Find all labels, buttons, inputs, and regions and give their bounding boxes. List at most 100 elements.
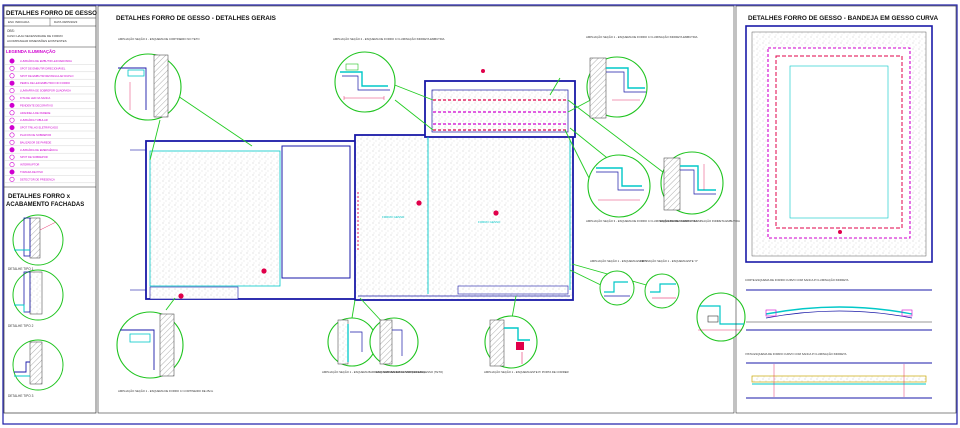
detail-forro-iluminacao-1[interactable]: AMPLIAÇÃO SEÇÃO 1 - ESQUEMA DE FORRO C/ … bbox=[586, 34, 698, 119]
right-panel-title: DETALHES FORRO DE GESSO - BANDEJA EM GES… bbox=[748, 15, 938, 22]
legend-label: ARANDELA DE PAREDE bbox=[20, 111, 51, 115]
legend-light-icon bbox=[9, 162, 15, 168]
legend-row: SPOT DE SOBREPOR bbox=[4, 154, 96, 161]
legend-label: BALIZADOR DE PAREDE bbox=[20, 140, 52, 144]
sheet-border bbox=[2, 4, 958, 425]
legend-row: LUMINÁRIA TUBULAR bbox=[4, 117, 96, 124]
callout-9: AMPLIAÇÃO SEÇÃO 1 - ESQUEMA BARRADO SIMP… bbox=[322, 369, 425, 374]
detail-forro-iluminacao-embutida[interactable]: ESQUEMA DE FORRO C/ ILUMINAÇÃO INDIRETA … bbox=[660, 151, 740, 223]
legend-row: LUMINÁRIA DE EMERGÊNCIA bbox=[4, 147, 96, 154]
legend-light-icon bbox=[9, 73, 15, 79]
callout-10: ESQUEMA BARRADO SIMPLES EM GESSO (TETO) bbox=[376, 370, 443, 374]
facade-detail-1-label: DETALHE TIPO 1 bbox=[8, 267, 34, 271]
legend-row: BALIZADOR DE PAREDE bbox=[4, 139, 96, 146]
legend-light-icon bbox=[9, 65, 15, 71]
legend-light-icon bbox=[9, 176, 15, 182]
legend-row: SPOT DE EMBUTIR RETANGULAR DUPLO bbox=[4, 73, 96, 80]
legend-row: PENDENTE DECORATIVO bbox=[4, 102, 96, 109]
legend-label: DETECTOR DE PRESENÇA bbox=[20, 177, 55, 181]
note-line-1: CASO HAJA NECESSIDADE DE FORRO bbox=[7, 34, 64, 38]
legend-light-icon bbox=[9, 125, 15, 131]
detail-porta-correr[interactable]: AMPLIAÇÃO SEÇÃO 1 - ESQUEMA ESTE P/ PORT… bbox=[484, 315, 569, 374]
legend-label: LUMINÁRIA DE EMBUTIR LED REDONDA bbox=[20, 59, 72, 63]
legend-label: FITA DE LED NA SANCA bbox=[20, 96, 50, 100]
facade-detail-3[interactable]: DETALHE TIPO 3 bbox=[8, 339, 64, 398]
legend-light-icon bbox=[9, 132, 15, 138]
callout-7: AMPLIAÇÃO SEÇÃO 1 - ESQUEMA ESTE "2" bbox=[640, 258, 698, 263]
legend-title: LEGENDA ILUMINAÇÃO bbox=[6, 49, 56, 54]
legend-label: LUMINÁRIA DE SOBREPOR QUADRADA bbox=[20, 89, 71, 93]
section-view-label: VISTA ESQUEMA DE FORRO CURVO COM SANCA P… bbox=[745, 351, 847, 356]
lighting-legend: LUMINÁRIA DE EMBUTIR LED REDONDA SPOT DE … bbox=[4, 58, 96, 183]
legend-light-icon bbox=[9, 110, 15, 116]
legend-light-icon bbox=[9, 169, 15, 175]
detail-cortineiro-teto[interactable]: AMPLIAÇÃO SEÇÃO 2 - ESQUEMA DE CORTINEIR… bbox=[114, 36, 200, 121]
legend-label: LUMINÁRIA TUBULAR bbox=[20, 118, 48, 122]
section-cut-label: CORTE ESQUEMA DE FORRO CURVO COM SANCA P… bbox=[745, 277, 849, 282]
note-line-2: ACOMPANHAR DIMENSÕES EXISTENTES bbox=[7, 38, 67, 43]
detail-barrado-teto[interactable]: ESQUEMA BARRADO SIMPLES EM GESSO (TETO) bbox=[369, 317, 443, 374]
left-panel: DETALHES FORRO DE GESSO ESC INDICADA DAT… bbox=[3, 5, 97, 414]
callout-11: AMPLIAÇÃO SEÇÃO 1 - ESQUEMA ESTE P/ PORT… bbox=[484, 369, 569, 374]
detail-este-2[interactable]: AMPLIAÇÃO SEÇÃO 1 - ESQUEMA ESTE "2" bbox=[640, 258, 698, 309]
svg-text:FORRO GESSO: FORRO GESSO bbox=[382, 215, 405, 219]
legend-row: PLAFON DE SOBREPOR bbox=[4, 132, 96, 139]
legend-label: SPOT DE EMBUTIR RETANGULAR DUPLO bbox=[20, 74, 74, 78]
legend-row: TOMADA DE PISO bbox=[4, 169, 96, 176]
legend-row: SPOT TRILHO ELETRIFICADO bbox=[4, 125, 96, 132]
curved-ceiling-section[interactable] bbox=[746, 289, 932, 331]
callout-6: AMPLIAÇÃO SEÇÃO 1 - ESQUEMA ESTE "1" bbox=[590, 258, 648, 263]
legend-row: ARANDELA DE PAREDE bbox=[4, 110, 96, 117]
legend-row: LUMINÁRIA DE EMBUTIR LED REDONDA bbox=[4, 58, 96, 65]
facades-title-line1: DETALHES FORRO x bbox=[8, 193, 71, 200]
right-panel: DETALHES FORRO DE GESSO - BANDEJA EM GES… bbox=[735, 5, 957, 414]
facade-detail-2-label: DETALHE TIPO 2 bbox=[8, 324, 34, 328]
legend-light-icon bbox=[9, 154, 15, 160]
facade-detail-3-label: DETALHE TIPO 3 bbox=[8, 394, 34, 398]
svg-text:FORRO GESSO: FORRO GESSO bbox=[478, 220, 501, 224]
legend-row: INTERRUPTOR bbox=[4, 162, 96, 169]
detail-cortineiro-25cm[interactable]: AMPLIAÇÃO SEÇÃO 1 - ESQUEMA DE FORRO C/ … bbox=[116, 311, 214, 393]
callout-4: AMPLIAÇÃO SEÇÃO 3 - ESQUEMA DE FORRO C/ … bbox=[586, 218, 698, 223]
detail-forro-iluminacao-3[interactable]: AMPLIAÇÃO SEÇÃO 3 - ESQUEMA DE FORRO C/ … bbox=[586, 154, 698, 223]
legend-label: LUMINÁRIA DE EMERGÊNCIA bbox=[20, 147, 58, 152]
main-panel-title: DETALHES FORRO DE GESSO - DETALHES GERAI… bbox=[116, 15, 277, 22]
legend-light-icon bbox=[9, 117, 15, 123]
detail-este-1[interactable]: AMPLIAÇÃO SEÇÃO 1 - ESQUEMA ESTE "1" bbox=[590, 258, 648, 306]
legend-label: PLAFON DE SOBREPOR bbox=[20, 133, 51, 137]
legend-label: SPOT DE SOBREPOR bbox=[20, 155, 48, 159]
callout-2: AMPLIAÇÃO SEÇÃO 2 - ESQUEMA DE FORRO C/ … bbox=[333, 36, 445, 41]
callout-1: AMPLIAÇÃO SEÇÃO 2 - ESQUEMA DE CORTINEIR… bbox=[118, 36, 200, 41]
legend-light-icon bbox=[9, 80, 15, 86]
callout-3: AMPLIAÇÃO SEÇÃO 1 - ESQUEMA DE FORRO C/ … bbox=[586, 34, 698, 39]
left-panel-title: DETALHES FORRO DE GESSO bbox=[6, 10, 97, 17]
curved-ceiling-elevation[interactable] bbox=[746, 362, 932, 399]
callout-5: ESQUEMA DE FORRO C/ ILUMINAÇÃO INDIRETA … bbox=[660, 218, 740, 223]
detail-forro-iluminacao-2[interactable]: AMPLIAÇÃO SEÇÃO 2 - ESQUEMA DE FORRO C/ … bbox=[333, 36, 445, 113]
detail-barrado-parede[interactable]: AMPLIAÇÃO SEÇÃO 1 - ESQUEMA BARRADO SIMP… bbox=[322, 317, 425, 374]
note-title: OBS: bbox=[7, 29, 15, 33]
facade-detail-1[interactable]: DETALHE TIPO 1 bbox=[8, 214, 64, 271]
legend-row: DETECTOR DE PRESENÇA bbox=[4, 176, 96, 183]
legend-light-icon bbox=[9, 88, 15, 94]
legend-light-icon bbox=[9, 139, 15, 145]
legend-label: PENDENTE DECORATIVO bbox=[20, 103, 53, 107]
legend-row: SPOT DE EMBUTIR DIRECIONÁVEL bbox=[4, 65, 96, 72]
legend-row: FITA DE LED NA SANCA bbox=[4, 95, 96, 102]
legend-label: SPOT DE EMBUTIR DIRECIONÁVEL bbox=[20, 66, 66, 70]
legend-label: INTERRUPTOR bbox=[20, 163, 39, 167]
legend-row: LUMINÁRIA DE SOBREPOR QUADRADA bbox=[4, 88, 96, 95]
legend-label: PERFIL DE LED EMBUTIDO NO FORRO bbox=[20, 81, 70, 85]
curved-tray-plan[interactable] bbox=[745, 25, 933, 263]
facade-detail-2[interactable]: DETALHE TIPO 2 bbox=[8, 269, 64, 328]
legend-light-icon bbox=[9, 147, 15, 153]
legend-light-icon bbox=[9, 102, 15, 108]
main-panel: DETALHES FORRO DE GESSO - DETALHES GERAI… bbox=[97, 5, 746, 414]
scale-label: ESC INDICADA bbox=[8, 20, 29, 24]
ceiling-plan[interactable]: FORRO GESSO FORRO GESSO bbox=[130, 69, 576, 301]
legend-label: SPOT TRILHO ELETRIFICADO bbox=[20, 126, 58, 130]
detail-forro-curvo-ampliado[interactable] bbox=[696, 292, 746, 342]
callout-8: AMPLIAÇÃO SEÇÃO 1 - ESQUEMA DE FORRO C/ … bbox=[118, 388, 214, 393]
legend-light-icon bbox=[9, 95, 15, 101]
